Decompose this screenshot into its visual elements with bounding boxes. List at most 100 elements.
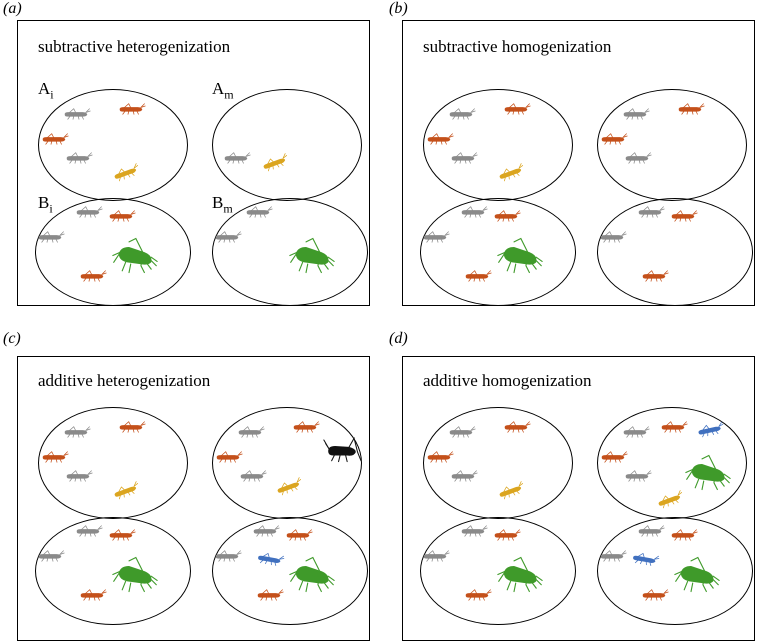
panel-d-title: additive homogenization: [423, 371, 592, 390]
community-label-Bi: Bi: [38, 193, 53, 216]
grasshopper-icon: [63, 469, 93, 487]
grasshopper-icon: [639, 588, 669, 606]
grasshopper-icon: [272, 475, 306, 502]
community-ellipse: [597, 198, 753, 306]
grasshopper-icon: [116, 102, 146, 120]
panel-b: subtractive homogenization: [402, 20, 755, 306]
community-ellipse: [420, 198, 576, 306]
panel-a: subtractive heterogenization Ai Am Bi Bm: [17, 20, 370, 306]
community-ellipse: [420, 517, 576, 625]
grasshopper-icon: [491, 528, 521, 546]
community-ellipse: [35, 517, 191, 625]
grasshopper-icon: [653, 488, 687, 515]
grasshopper-icon: [462, 269, 492, 287]
grasshopper-icon: [598, 132, 628, 150]
community-label-Bm-main: B: [212, 193, 224, 212]
panel-b-cell-Am: [597, 89, 747, 201]
grasshopper-icon: [424, 450, 454, 468]
grasshopper-icon: [620, 107, 650, 125]
grasshopper-icon: [283, 528, 313, 546]
katydid-icon: [674, 556, 720, 599]
grasshopper-icon: [620, 425, 650, 443]
grasshopper-icon: [635, 205, 665, 223]
grasshopper-icon: [501, 102, 531, 120]
panel-d-cell-Am: [597, 407, 747, 519]
community-ellipse: [212, 198, 368, 306]
grasshopper-icon: [39, 132, 69, 150]
grasshopper-icon: [63, 151, 93, 169]
katydid-icon: [289, 556, 335, 599]
grasshopper-icon: [290, 420, 320, 438]
katydid-icon: [112, 556, 158, 599]
grasshopper-icon: [446, 107, 476, 125]
grasshopper-icon: [639, 269, 669, 287]
grasshopper-icon: [635, 524, 665, 542]
grasshopper-icon: [77, 269, 107, 287]
grasshopper-icon: [668, 209, 698, 227]
panel-a-cell-Bi: [35, 198, 191, 306]
panel-a-cell-Bm: [212, 198, 368, 306]
grasshopper-icon: [106, 209, 136, 227]
grasshopper-icon: [35, 230, 65, 248]
grasshopper-icon: [693, 420, 726, 444]
panel-b-title: subtractive homogenization: [423, 37, 612, 56]
panel-label-b: (b): [389, 0, 408, 17]
community-label-Am-main: A: [212, 79, 225, 98]
panel-a-title: subtractive heterogenization: [38, 37, 231, 56]
community-label-Bi-sub: i: [49, 201, 53, 216]
katydid-icon: [497, 556, 543, 599]
community-label-Bm: Bm: [212, 193, 233, 216]
grasshopper-icon: [35, 549, 65, 567]
grasshopper-icon: [494, 479, 528, 506]
community-label-Ai-sub: i: [50, 87, 54, 102]
grasshopper-icon: [628, 550, 661, 573]
grasshopper-icon: [73, 205, 103, 223]
panel-d-cell-Bm: [597, 517, 753, 625]
katydid-icon: [685, 454, 731, 497]
grasshopper-icon: [243, 205, 273, 223]
panel-label-c: (c): [3, 330, 21, 347]
community-label-Ai: Ai: [38, 79, 54, 102]
grasshopper-icon: [250, 524, 280, 542]
community-label-Am: Am: [212, 79, 234, 102]
katydid-icon: [289, 237, 335, 280]
grasshopper-icon: [212, 230, 242, 248]
grasshopper-icon: [597, 230, 627, 248]
grasshopper-icon: [258, 151, 292, 178]
panel-c-title: additive heterogenization: [38, 371, 211, 390]
grasshopper-icon: [448, 151, 478, 169]
panel-c-cell-Ai: [38, 407, 188, 519]
panel-c-cell-Bi: [35, 517, 191, 625]
grasshopper-icon: [458, 524, 488, 542]
community-label-Ai-main: A: [38, 79, 51, 98]
grasshopper-icon: [109, 479, 143, 506]
grasshopper-icon: [458, 205, 488, 223]
grasshopper-icon: [622, 151, 652, 169]
grasshopper-icon: [237, 469, 267, 487]
grasshopper-icon: [675, 102, 705, 120]
grasshopper-icon: [668, 528, 698, 546]
cricket-icon: [323, 436, 362, 468]
grasshopper-icon: [213, 450, 243, 468]
grasshopper-icon: [420, 549, 450, 567]
panel-b-cell-Bm: [597, 198, 753, 306]
panel-d-cell-Bi: [420, 517, 576, 625]
grasshopper-icon: [77, 588, 107, 606]
panel-a-cell-Am: [212, 89, 362, 201]
panel-b-cell-Bi: [420, 198, 576, 306]
community-label-Am-sub: m: [224, 87, 234, 102]
grasshopper-icon: [253, 550, 286, 573]
grasshopper-icon: [221, 151, 251, 169]
grasshopper-icon: [420, 230, 450, 248]
community-ellipse: [212, 517, 368, 625]
grasshopper-icon: [446, 425, 476, 443]
grasshopper-icon: [491, 209, 521, 227]
grasshopper-icon: [597, 549, 627, 567]
grasshopper-icon: [424, 132, 454, 150]
grasshopper-icon: [462, 588, 492, 606]
grasshopper-icon: [109, 161, 143, 188]
grasshopper-icon: [598, 450, 628, 468]
grasshopper-icon: [448, 469, 478, 487]
community-label-Bi-main: B: [38, 193, 50, 212]
panel-a-cell-Ai: [38, 89, 188, 201]
